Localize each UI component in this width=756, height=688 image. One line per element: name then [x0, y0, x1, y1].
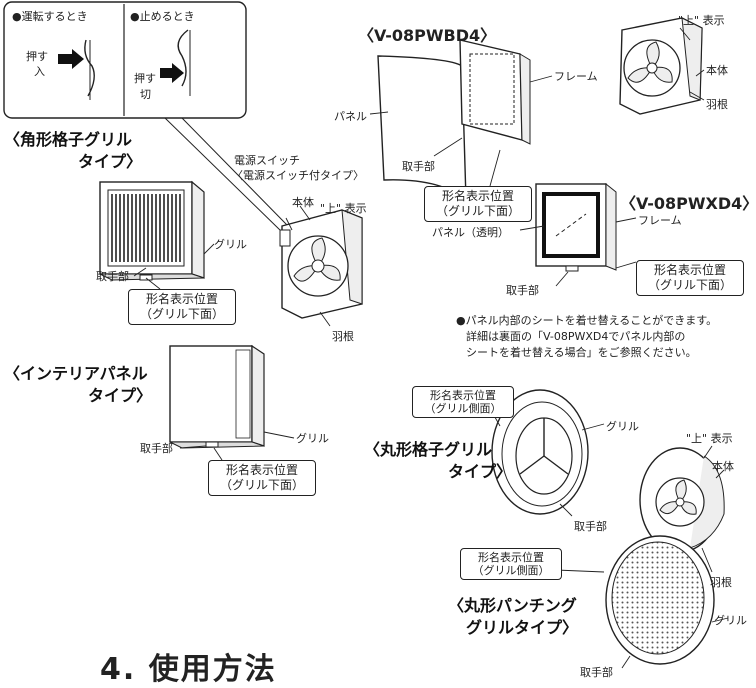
interior-panel-title-1: 〈インテリアパネル [4, 364, 148, 383]
pwbd-handle-label: 取手部 [402, 160, 435, 173]
switch-inset-frame [3, 1, 247, 119]
on-state-label: 入 [34, 65, 45, 78]
note-line-3: シートを着せ替える場合」をご参照ください。 [466, 346, 697, 359]
pwbd-model-position-box: 形名表示位置 （グリル下面） [424, 186, 532, 222]
push-label-off: 押す [134, 72, 156, 85]
push-arrow-icon [160, 63, 184, 83]
round-body-blade-label: 羽根 [710, 576, 732, 589]
topright-up-mark-label: "上" 表示 [678, 14, 725, 27]
square-grill-model-position-box: 形名表示位置 （グリル下面） [128, 289, 236, 325]
pwbd-panel-label: パネル [334, 110, 367, 123]
punching-grill-grill-label: グリル [714, 614, 747, 627]
pwxd-drawing [535, 182, 617, 272]
round-grill-title-1: 〈丸形格子グリル [364, 440, 493, 459]
round-grill-grill-label: グリル [606, 420, 639, 433]
power-switch-label: 電源スイッチ [234, 154, 300, 167]
topright-body-label: 本体 [706, 64, 728, 77]
pwbd-frame-label: フレーム [554, 70, 598, 83]
square-grill-grill-label: グリル [214, 238, 247, 251]
interior-panel-title-2: タイプ〉 [88, 386, 153, 405]
punching-grill-handle-label: 取手部 [580, 666, 613, 679]
push-label-on: 押す [26, 50, 48, 63]
square-grill-title-1: 〈角形格子グリル [4, 130, 133, 149]
round-grill-drawing [491, 389, 589, 515]
body-label: 本体 [292, 196, 314, 209]
round-body-up-mark-label: "上" 表示 [686, 432, 733, 445]
note-line-1: ●パネル内部のシートを着せ替えることができます。 [456, 314, 718, 327]
round-grill-handle-label: 取手部 [574, 520, 607, 533]
body-unit-topright-drawing [619, 17, 703, 115]
power-switch-type-label: 〈電源スイッチ付タイプ〉 [232, 169, 364, 182]
note-line-2: 詳細は裏面の「V-08PWXD4でパネル内部の [466, 330, 686, 343]
interior-panel-model-position-box: 形名表示位置 （グリル下面） [208, 460, 316, 496]
body-unit-round-drawing [639, 447, 725, 553]
pwxd-frame-label: フレーム [638, 214, 682, 227]
run-header: ●運転するとき [12, 10, 88, 23]
interior-panel-handle-label: 取手部 [140, 442, 173, 455]
section-heading: 4. 使用方法 [100, 652, 277, 687]
round-grill-model-position-box: 形名表示位置 （グリル側面） [412, 386, 514, 418]
pwxd-panel-label: パネル（透明） [432, 226, 509, 239]
punching-grill-drawing [605, 535, 715, 665]
pwxd-model-title: 〈V-08PWXD4〉 [620, 194, 756, 213]
square-grill-drawing [99, 180, 205, 281]
round-grill-title-2: タイプ〉 [448, 462, 513, 481]
punching-grill-title-2: グリルタイプ〉 [466, 618, 579, 637]
pwxd-model-position-box: 形名表示位置 （グリル下面） [636, 260, 744, 296]
punching-grill-model-position-box: 形名表示位置 （グリル側面） [460, 548, 562, 580]
square-grill-handle-label: 取手部 [96, 270, 129, 283]
stop-header: ●止めるとき [130, 10, 195, 23]
punching-grill-title-1: 〈丸形パンチング [448, 596, 577, 615]
blade-label: 羽根 [332, 330, 354, 343]
topright-blade-label: 羽根 [706, 98, 728, 111]
interior-panel-grill-label: グリル [296, 432, 329, 445]
interior-panel-drawing [169, 344, 265, 449]
pwbd-model-title: 〈V-08PWBD4〉 [358, 26, 497, 45]
push-arrow-icon [58, 49, 84, 69]
off-state-label: 切 [140, 88, 151, 101]
pwxd-handle-label: 取手部 [506, 284, 539, 297]
square-grill-title-2: タイプ〉 [78, 152, 143, 171]
up-mark-label: "上" 表示 [320, 202, 367, 215]
main-body-drawing [279, 209, 363, 319]
round-body-body-label: 本体 [712, 460, 734, 473]
pwbd-drawing [377, 39, 531, 202]
